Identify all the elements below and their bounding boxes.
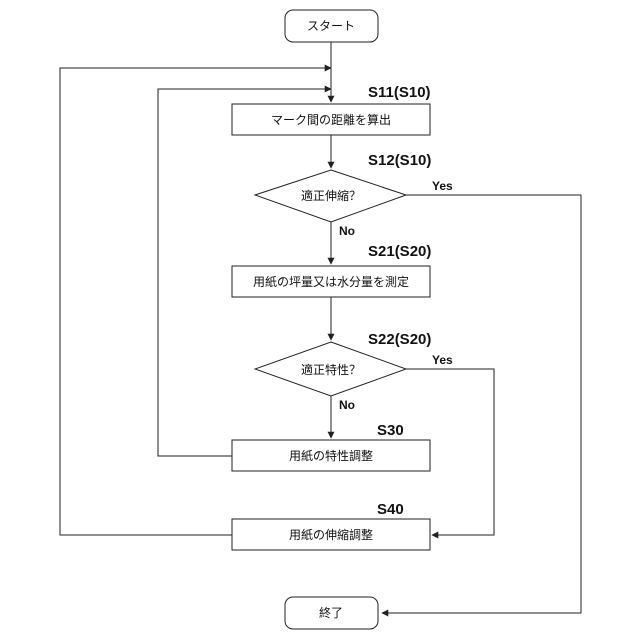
decision-s12-label: 適正伸縮？ (301, 188, 361, 203)
end-node: 終了 (285, 597, 378, 629)
step-id-s40: S40 (377, 501, 404, 518)
process-s30-label: 用紙の特性調整 (289, 448, 373, 463)
s12-no-label: No (339, 224, 355, 238)
step-id-s12: S12(S10) (368, 152, 431, 169)
step-id-s11: S11(S10) (368, 84, 431, 101)
process-s21-label: 用紙の坪量又は水分量を測定 (253, 274, 409, 289)
s22-yes-label: Yes (432, 353, 453, 367)
process-s21: 用紙の坪量又は水分量を測定 (232, 266, 430, 297)
decision-s22: 適正特性？ (255, 342, 406, 396)
process-s40-label: 用紙の伸縮調整 (289, 527, 373, 542)
step-id-s30: S30 (377, 422, 404, 439)
process-s40: 用紙の伸縮調整 (232, 519, 430, 550)
step-id-s21: S21(S20) (368, 243, 431, 260)
step-id-s22: S22(S20) (368, 331, 431, 348)
process-s11: マーク間の距離を算出 (232, 104, 430, 135)
s12-yes-label: Yes (432, 179, 453, 193)
start-label: スタート (307, 19, 355, 33)
process-s11-label: マーク間の距離を算出 (271, 112, 391, 127)
decision-s22-label: 適正特性？ (301, 362, 361, 377)
start-node: スタート (285, 10, 378, 42)
decision-s12: 適正伸縮？ (255, 170, 406, 222)
s22-no-label: No (339, 398, 355, 412)
process-s30: 用紙の特性調整 (232, 440, 430, 471)
end-label: 終了 (319, 605, 343, 620)
